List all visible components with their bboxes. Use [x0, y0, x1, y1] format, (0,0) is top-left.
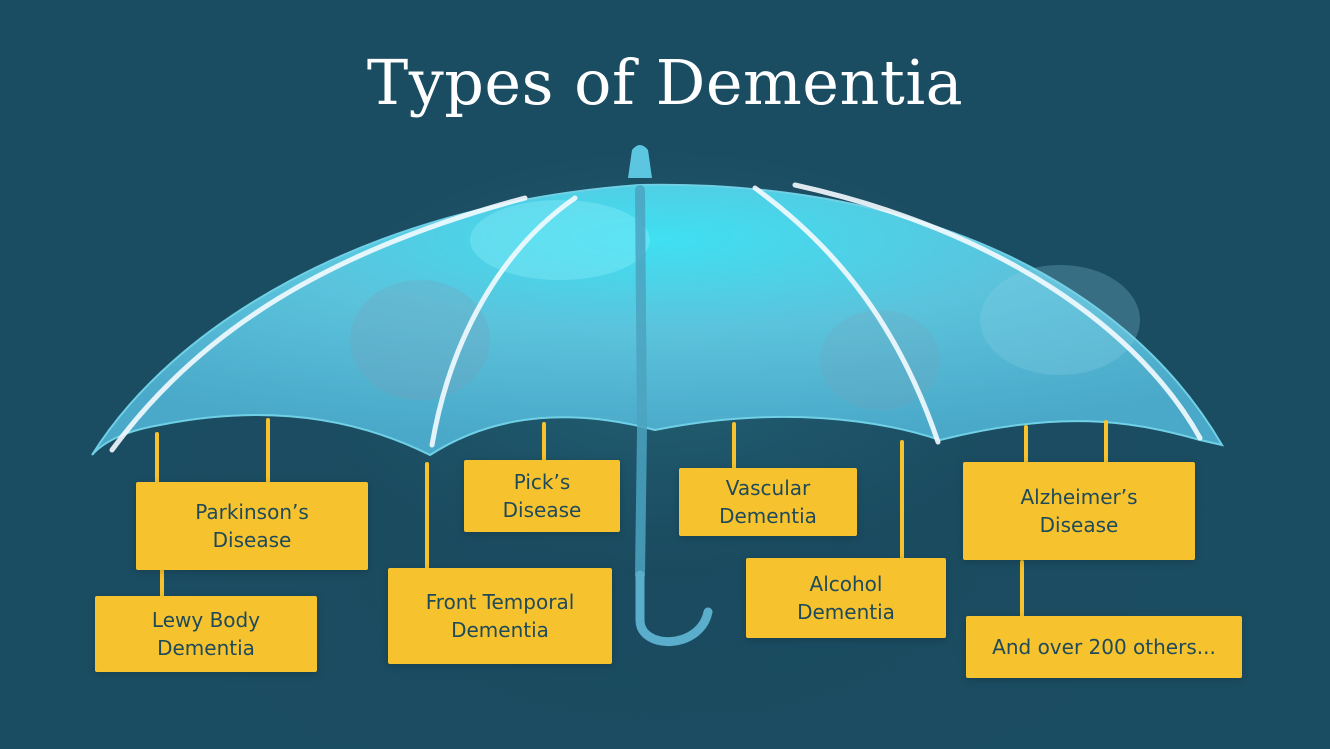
label-alzheimers: Alzheimer’s Disease — [963, 462, 1195, 560]
label-lewy-body-text: Lewy Body Dementia — [152, 606, 260, 662]
umbrella-shaft — [640, 190, 642, 575]
label-others: And over 200 others... — [966, 616, 1242, 678]
label-parkinsons: Parkinson’s Disease — [136, 482, 368, 570]
rope-alcohol — [900, 440, 904, 560]
label-vascular-text: Vascular Dementia — [719, 474, 817, 530]
label-lewy-body: Lewy Body Dementia — [95, 596, 317, 672]
rope-alzheimers-left — [1024, 425, 1028, 463]
umbrella-handle — [640, 575, 708, 642]
rope-others — [1020, 560, 1024, 620]
rope-alzheimers-right — [1104, 420, 1108, 464]
label-vascular: Vascular Dementia — [679, 468, 857, 536]
label-alzheimers-text: Alzheimer’s Disease — [1020, 483, 1137, 539]
rope-parkinsons-right — [266, 418, 270, 484]
label-front-temporal-text: Front Temporal Dementia — [426, 588, 575, 644]
umbrella-tip — [628, 145, 652, 178]
label-parkinsons-text: Parkinson’s Disease — [195, 498, 309, 554]
label-picks-text: Pick’s Disease — [503, 468, 582, 524]
label-picks: Pick’s Disease — [464, 460, 620, 532]
label-alcohol-text: Alcohol Dementia — [797, 570, 895, 626]
rope-parkinsons-left — [155, 432, 159, 484]
label-others-text: And over 200 others... — [992, 633, 1216, 661]
label-alcohol: Alcohol Dementia — [746, 558, 946, 638]
rope-vascular — [732, 422, 736, 470]
rope-front-temporal — [425, 462, 429, 570]
label-front-temporal: Front Temporal Dementia — [388, 568, 612, 664]
rope-picks — [542, 422, 546, 462]
